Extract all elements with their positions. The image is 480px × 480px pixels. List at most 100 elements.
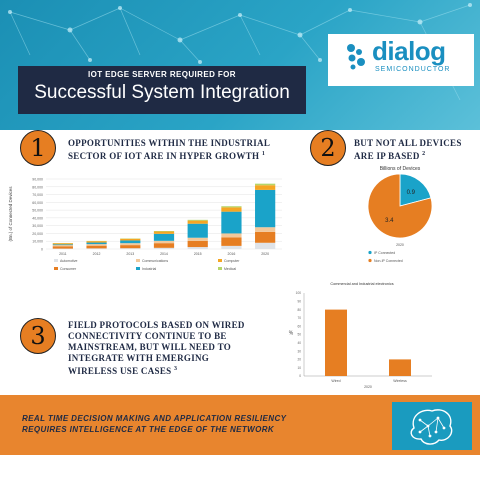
section-3-number: 3	[20, 318, 56, 354]
legend-swatch	[136, 267, 140, 270]
y-tick-label: 90	[297, 300, 301, 304]
bar-industrial-2016	[221, 211, 242, 234]
bar-industrial-2020	[255, 189, 276, 228]
y-tick-label: 100	[296, 291, 302, 295]
legend-label: Communications	[142, 259, 168, 263]
bar-computer-2020	[255, 185, 276, 190]
bar-wireless	[389, 359, 411, 376]
y-tick-label: 70	[297, 316, 301, 320]
y-tick-label: 0	[41, 248, 43, 252]
bar-automotive-2013	[120, 248, 141, 249]
y-tick-label: 40,000	[32, 216, 43, 220]
legend-swatch	[218, 267, 222, 270]
y-tick-label: 80	[297, 308, 301, 312]
bar-industrial-2015	[187, 223, 208, 238]
x-tick-label: 2016	[228, 252, 236, 256]
title-panel: IOT EDGE SERVER REQUIRED FOR Successful …	[18, 66, 306, 114]
bar-communications-2016	[221, 233, 242, 238]
pie-slice-label: 0.9	[407, 190, 416, 196]
bar-communications-2013	[120, 243, 141, 246]
bar-consumer-2014	[153, 243, 175, 248]
legend-label: Consumer	[60, 267, 77, 271]
bar-computer-2011	[52, 243, 73, 245]
y-tick-label: 20,000	[32, 232, 43, 236]
y-axis-label: (Bn.) of Connected Devices	[8, 186, 13, 242]
legend-swatch	[218, 259, 222, 262]
pie-title: Billions of Devices	[380, 166, 421, 172]
y-tick-label: 60,000	[32, 201, 43, 205]
section-3-line-4: INTEGRATE WITH EMERGING	[68, 353, 210, 363]
legend-label: Industrial	[142, 267, 156, 271]
section-1-line-1: OPPORTUNITIES WITHIN THE INDUSTRIAL	[68, 138, 271, 148]
bar-computer-2012	[86, 241, 107, 243]
section-3-line-3: MAINSTREAM, BUT WILL NEED TO	[68, 342, 232, 352]
pie-year-label: 2020	[396, 243, 404, 247]
brain-circuit-icon	[410, 409, 453, 445]
bar-automotive-2015	[187, 247, 208, 249]
x-tick-label: 2020	[261, 252, 269, 256]
bar-industrial-2013	[120, 240, 141, 244]
y-tick-label: 40	[297, 341, 301, 345]
bar-consumer-2020	[255, 231, 276, 243]
section-3-footnote: 3	[174, 366, 178, 372]
dialog-logo-icon	[347, 44, 365, 70]
bar-automotive-2014	[153, 247, 175, 249]
bar-automotive-2012	[86, 248, 107, 249]
y-tick-label: 10	[297, 366, 301, 370]
y-tick-label: 60	[297, 324, 301, 328]
section-1-text: OPPORTUNITIES WITHIN THE INDUSTRIAL SECT…	[68, 138, 308, 162]
x-tick-label: 2011	[59, 252, 67, 256]
footer-line-2: REQUIRES INTELLIGENCE AT THE EDGE OF THE…	[22, 425, 275, 434]
legend-swatch	[136, 259, 140, 262]
x-tick-label: 2012	[93, 252, 101, 256]
section-2-footnote: 2	[422, 151, 426, 157]
x-axis-label: 2020	[364, 385, 372, 389]
legend-label: Medical	[224, 267, 236, 271]
legend-label: Automotive	[60, 259, 78, 263]
pie-legend-label: Non-IP Connected	[374, 259, 403, 263]
page-title: Successful System Integration	[34, 82, 290, 103]
section-3-line-2: CONNECTIVITY CONTINUE TO BE	[68, 331, 227, 341]
section-3-text: FIELD PROTOCOLS BASED ON WIRED CONNECTIV…	[68, 320, 288, 377]
bar-industrial-2011	[52, 244, 73, 246]
bar-computer-2016	[221, 207, 242, 212]
bar-medical-2016	[221, 206, 242, 208]
bar-communications-2020	[255, 227, 276, 232]
x-tick-label: Wired	[331, 379, 340, 383]
bar-chart-title: Commercial and Industrial electronics	[330, 282, 393, 286]
bar-computer-2013	[120, 238, 141, 241]
connected-devices-chart: 010,00020,00030,00040,00050,00060,00070,…	[8, 178, 282, 271]
legend-swatch	[54, 259, 58, 262]
bar-medical-2020	[255, 183, 276, 186]
bar-computer-2015	[187, 220, 208, 224]
x-tick-label: 2015	[194, 252, 202, 256]
section-2-line-1: BUT NOT ALL DEVICES	[354, 138, 462, 148]
bar-automotive-2016	[221, 245, 242, 249]
x-tick-label: 2014	[160, 252, 168, 256]
section-1-number: 1	[20, 130, 56, 166]
bar-consumer-2013	[120, 245, 141, 249]
title-kicker: IOT EDGE SERVER REQUIRED FOR	[88, 70, 236, 79]
pie-slice-ip-connected	[399, 173, 432, 207]
bar-automotive-2020	[255, 242, 276, 249]
y-tick-label: 0	[299, 374, 301, 378]
x-tick-label: Wireless	[393, 379, 407, 383]
section-3-line-5: WIRELESS USE CASES	[68, 366, 174, 376]
bar-wired	[325, 309, 347, 376]
section-3-line-1: FIELD PROTOCOLS BASED ON WIRED	[68, 320, 245, 330]
legend-swatch	[54, 267, 58, 270]
y-tick-label: 50	[297, 333, 301, 337]
x-tick-label: 2013	[126, 252, 134, 256]
bar-communications-2015	[187, 237, 208, 241]
y-tick-label: 20	[297, 358, 301, 362]
y-tick-label: 30,000	[32, 224, 43, 228]
section-1-footnote: 1	[261, 151, 266, 157]
logo-name: dialog	[372, 36, 446, 66]
section-2-line-2: ARE IP BASED	[354, 151, 423, 161]
network-background	[8, 3, 472, 101]
footer-message: REAL TIME DECISION MAKING AND APPLICATIO…	[22, 413, 286, 435]
section-2-number: 2	[310, 130, 346, 166]
pie-legend-swatch	[368, 258, 372, 263]
bar-industrial-2012	[86, 242, 107, 245]
